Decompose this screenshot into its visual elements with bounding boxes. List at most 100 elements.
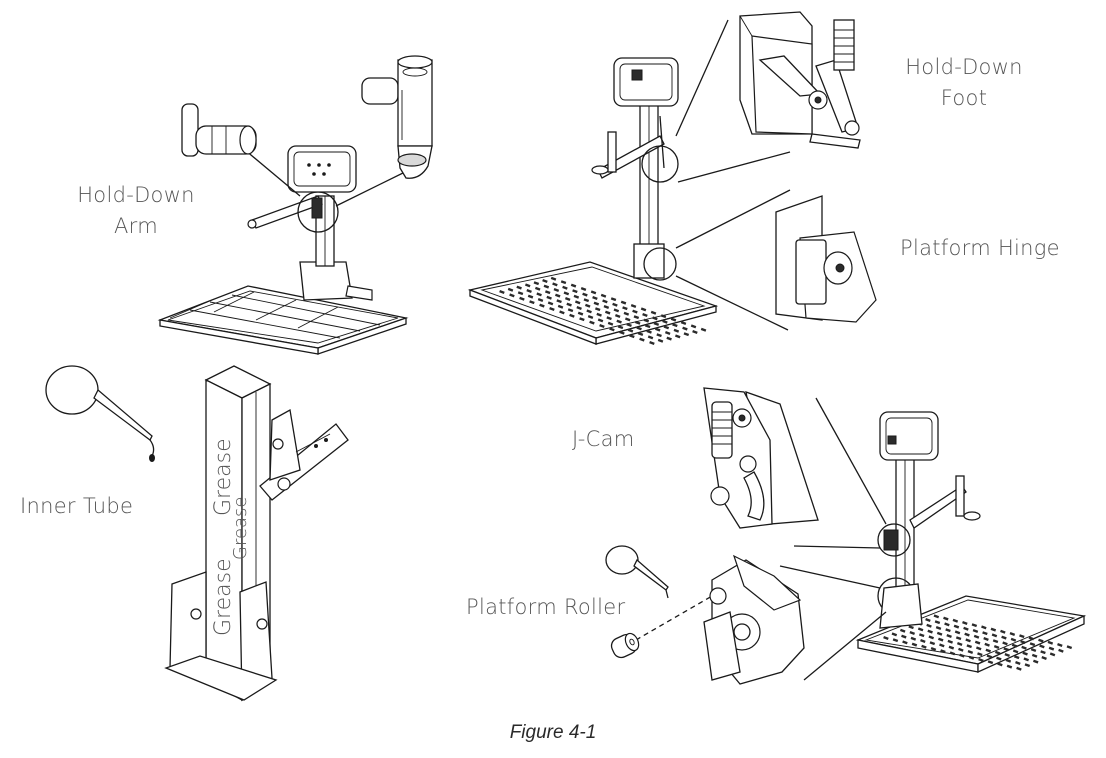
perforation-slot — [526, 289, 532, 293]
perforation-slot — [930, 647, 937, 651]
perforation-slot — [1023, 657, 1029, 662]
perforation-slot — [1049, 652, 1056, 657]
perforation-slot — [1066, 645, 1073, 650]
perforation-slot — [944, 622, 950, 627]
perforation-slot — [593, 301, 600, 306]
label-platform-hinge: Platform Hinge — [900, 236, 1060, 260]
perforation-slot — [992, 639, 999, 644]
perforation-slot — [499, 290, 505, 294]
perforation-slot — [610, 297, 617, 302]
perforation-slot — [637, 332, 644, 336]
perforation-slot — [962, 621, 968, 625]
perforation-slot — [614, 314, 621, 318]
label-inner-tube: Inner Tube — [20, 494, 134, 518]
perforation-slot — [1001, 635, 1007, 640]
perforation-slot — [650, 310, 657, 315]
perforation-slot — [1028, 636, 1035, 641]
perforation-slot — [987, 660, 994, 665]
lift-assembly-hold-down-arm — [157, 55, 433, 355]
perforation-slot — [636, 326, 642, 331]
hold-down-arm-detail-tee — [181, 103, 257, 157]
perforation-slot — [673, 328, 680, 333]
perforation-slot — [600, 293, 607, 298]
perforation-slot — [1015, 660, 1021, 665]
figure-caption: Figure 4-1 — [509, 722, 597, 743]
perforation-slot — [990, 627, 997, 632]
perforation-slot — [552, 282, 558, 287]
perforation-slot — [604, 310, 611, 315]
perforation-slot — [1004, 652, 1010, 657]
perforation-slot — [908, 625, 914, 630]
perforation-slot — [569, 313, 575, 318]
perforation-slot — [910, 636, 917, 641]
oil-can-icon — [45, 365, 155, 462]
perforation-slot — [619, 330, 625, 335]
perforation-slot — [627, 328, 634, 333]
perforation-slot — [700, 327, 707, 332]
perforation-slot — [584, 303, 591, 308]
perforation-slot — [596, 312, 602, 317]
perforation-slot — [1010, 637, 1017, 642]
perforation-slot — [570, 283, 577, 288]
perforation-slot — [948, 645, 955, 650]
perforation-slot — [624, 317, 631, 322]
hold-down-foot-detail — [739, 11, 861, 149]
perforation-slot — [940, 649, 946, 654]
perforation-slot — [634, 320, 641, 325]
perforation-slot — [666, 336, 672, 341]
perforation-slot — [952, 618, 959, 623]
perforation-slot — [997, 662, 1003, 667]
perforation-slot — [672, 323, 678, 328]
perforation-slot — [959, 653, 965, 658]
perforation-slot — [586, 309, 592, 314]
perforation-slot — [527, 294, 534, 299]
perforation-slot — [633, 315, 640, 320]
perforation-slot — [939, 643, 945, 648]
perforation-slot — [607, 321, 614, 326]
perforation-slot — [547, 301, 554, 306]
perforation-slot — [594, 307, 601, 312]
perforation-slot — [647, 335, 654, 340]
perforation-slot — [546, 295, 552, 300]
perforation-slot — [692, 330, 698, 334]
perforation-slot — [1002, 641, 1008, 646]
perforation-slot — [966, 644, 972, 649]
perforation-slot — [549, 307, 555, 311]
perforation-slot — [602, 299, 608, 304]
perforation-slot — [1021, 645, 1027, 650]
perforation-slot — [983, 637, 989, 641]
perforation-slot — [925, 618, 931, 622]
perforation-slot — [963, 626, 969, 631]
perforation-slot — [1013, 655, 1020, 660]
hold-down-arm-detail-tube — [361, 55, 433, 179]
perforation-slot — [1012, 649, 1019, 654]
perforation-slot — [579, 317, 585, 322]
perforation-slot — [544, 290, 551, 295]
perforation-slot — [883, 635, 889, 640]
perforation-slot — [1031, 653, 1038, 658]
label-hold-down-arm: Hold-Down Arm — [77, 183, 195, 238]
perforation-slot — [616, 319, 622, 324]
grease-label-lower: Grease — [211, 558, 236, 636]
perforation-slot — [640, 307, 647, 312]
perforation-slot — [1048, 646, 1055, 651]
perforation-slot — [617, 325, 624, 330]
perforation-slot — [1006, 664, 1013, 669]
perforation-slot — [562, 285, 568, 290]
grease-label-upper: Grease — [211, 438, 236, 516]
perforation-slot — [632, 309, 638, 314]
perforation-slot — [560, 280, 567, 285]
perforation-slot — [644, 324, 651, 329]
perforation-slot — [589, 320, 595, 325]
perforation-slot — [964, 632, 970, 637]
perforation-slot — [973, 634, 980, 639]
perforation-slot — [1005, 658, 1012, 663]
perforation-slot — [556, 299, 562, 304]
perforation-slot — [1040, 650, 1046, 655]
perforation-slot — [937, 637, 944, 642]
perforation-slot — [519, 296, 525, 301]
perforation-slot — [690, 324, 697, 329]
perforation-slot — [899, 628, 906, 633]
perforation-slot — [996, 656, 1002, 661]
perforation-slot — [1020, 639, 1026, 644]
